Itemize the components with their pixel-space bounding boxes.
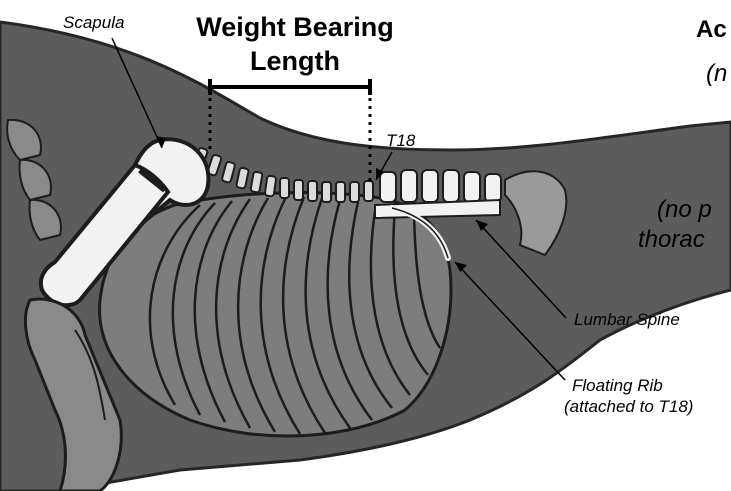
cutoff-heading: Ac bbox=[696, 18, 727, 42]
floating-rib-sublabel: (attached to T18) bbox=[564, 398, 693, 415]
diagram-title-line2: Length bbox=[170, 48, 420, 75]
cutoff-subheading: (n bbox=[706, 62, 727, 86]
cutoff-note-line1: (no p bbox=[657, 198, 712, 222]
scapula-label: Scapula bbox=[63, 14, 124, 31]
cutoff-note-line2: thorac bbox=[638, 228, 705, 252]
lumbar-spine-label: Lumbar Spine bbox=[574, 311, 680, 328]
diagram-title-line1: Weight Bearing bbox=[170, 14, 420, 41]
floating-rib-label: Floating Rib bbox=[572, 377, 663, 394]
t18-label: T18 bbox=[386, 132, 415, 149]
rib-cage bbox=[100, 193, 451, 436]
